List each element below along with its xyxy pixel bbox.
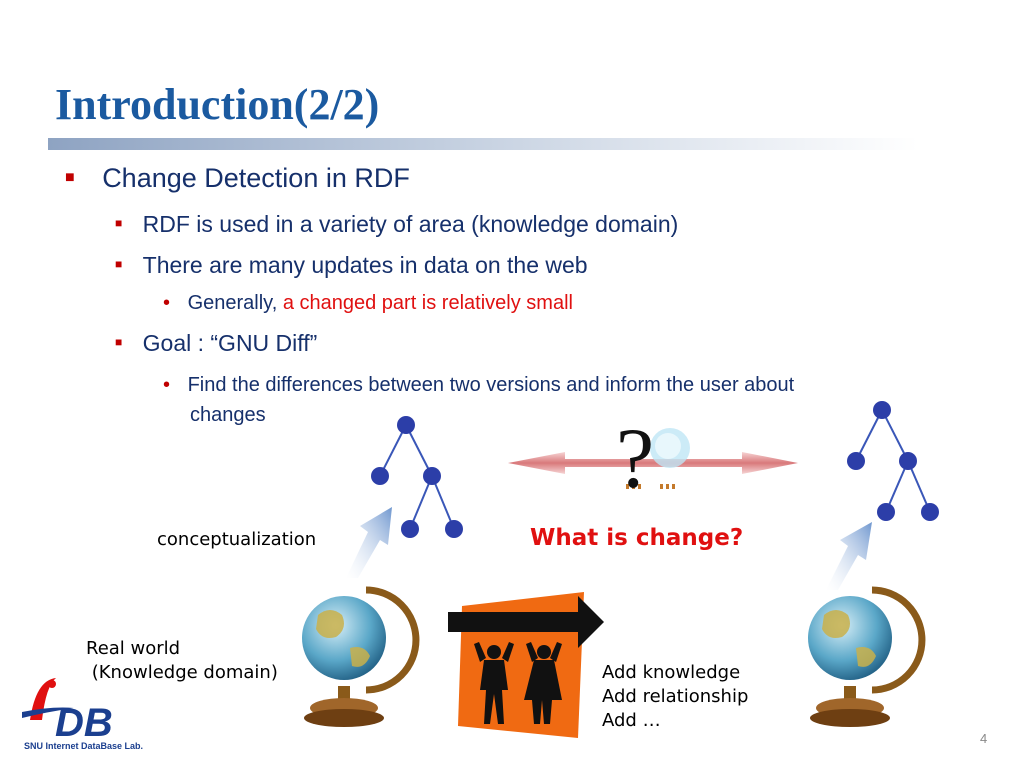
square-bullet-icon: ■ bbox=[115, 335, 123, 349]
bullet-goal: ■ Goal : “GNU Diff” bbox=[115, 330, 318, 356]
tree-node bbox=[877, 503, 895, 521]
bullet-changed-part: • Generally, a changed part is relativel… bbox=[163, 292, 573, 314]
logo-caption: SNU Internet DataBase Lab. bbox=[24, 741, 144, 751]
tree-node bbox=[401, 520, 419, 538]
bullet-find-differences: • Find the differences between two versi… bbox=[163, 374, 795, 426]
square-bullet-icon: ■ bbox=[65, 169, 75, 186]
highlight-text: a changed part is relatively small bbox=[282, 292, 573, 314]
bullet-change-detection: ■ Change Detection in RDF bbox=[65, 163, 410, 193]
real-world-label: Real world (Knowledge domain) bbox=[86, 638, 278, 683]
square-bullet-icon: ■ bbox=[115, 216, 123, 230]
actions-label: Add knowledge Add relationship Add … bbox=[602, 662, 749, 731]
tree-node bbox=[423, 467, 441, 485]
tree-node bbox=[899, 452, 917, 470]
conceptualization-label: conceptualization bbox=[157, 529, 317, 550]
dot-bullet-icon: • bbox=[163, 374, 171, 396]
bullet-rdf-usage: ■ RDF is used in a variety of area (know… bbox=[115, 211, 679, 237]
title-underline bbox=[48, 138, 918, 150]
bullet-many-updates: ■ There are many updates in data on the … bbox=[115, 252, 588, 278]
what-is-change-label: What is change? bbox=[530, 525, 744, 551]
dot-bullet-icon: • bbox=[163, 292, 171, 314]
tree-node bbox=[921, 503, 939, 521]
tree-node bbox=[873, 401, 891, 419]
tree-node bbox=[371, 467, 389, 485]
question-mark-glyph: ? bbox=[616, 410, 655, 506]
tree-node bbox=[397, 416, 415, 434]
slide-title: Introduction(2/2) bbox=[55, 80, 380, 129]
tree-node bbox=[847, 452, 865, 470]
slide-number: 4 bbox=[980, 731, 988, 746]
square-bullet-icon: ■ bbox=[115, 257, 123, 271]
tree-node bbox=[445, 520, 463, 538]
svg-text:DB: DB bbox=[55, 701, 113, 745]
